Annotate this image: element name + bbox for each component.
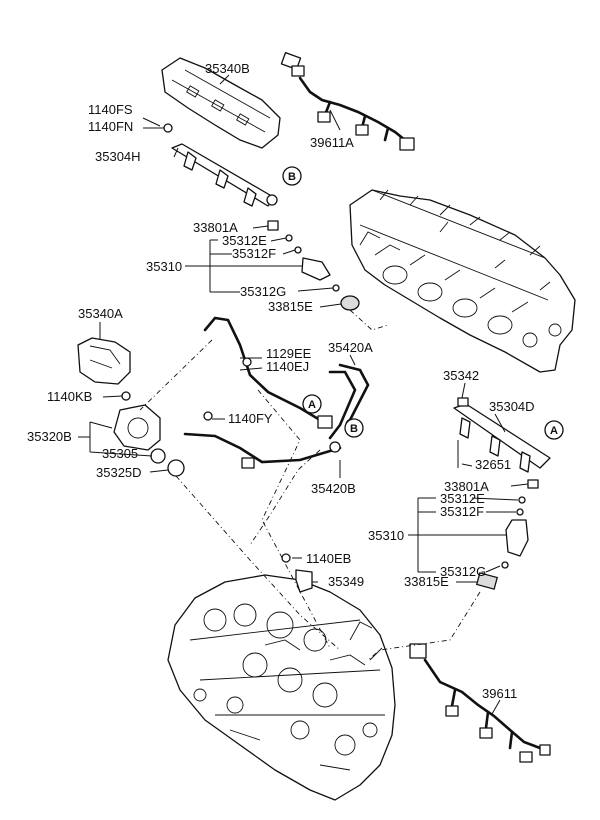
insulator-left: [340, 295, 360, 311]
callout-b-pipe: B: [344, 418, 364, 438]
injector-left: [267, 220, 360, 311]
label-clip-ej: 1140EJ: [266, 359, 309, 374]
gasket-35305: [150, 448, 166, 464]
seal-33801a-left: [267, 220, 279, 231]
svg-text:A: A: [308, 399, 316, 411]
label-bolt-fn: 1140FN: [88, 119, 133, 134]
label-injector-left: 35310: [146, 259, 182, 274]
label-oring-f-right: 35312F: [440, 504, 484, 519]
label-bolt-fy: 1140FY: [228, 411, 273, 426]
sensor-35342: [457, 397, 469, 407]
label-injector-right: 35310: [368, 528, 404, 543]
label-oring-g-left: 35312G: [240, 284, 286, 299]
fuel-rail-right: [453, 397, 551, 473]
label-harness-bottom: 39611: [482, 686, 517, 701]
wiring-harness-top: [280, 51, 415, 151]
callout-b-top: B: [282, 166, 302, 186]
label-cover-top: 35340B: [205, 61, 250, 76]
svg-text:A: A: [550, 425, 558, 437]
label-seal-left: 33801A: [193, 220, 238, 235]
label-oring-e-left: 35312E: [222, 233, 267, 248]
label-hose-right: 32651: [475, 457, 511, 472]
leader-lines: [78, 74, 529, 715]
fuel-pipe-assembly: [183, 316, 370, 469]
label-harness-top: 39611A: [310, 135, 354, 150]
cylinder-head-upper: [349, 189, 576, 373]
callout-a-right: A: [544, 420, 564, 440]
oring-e-left: [285, 234, 293, 242]
bracket-assembly: [281, 553, 313, 593]
svg-text:B: B: [350, 423, 358, 435]
label-bolt-kb: 1140KB: [47, 389, 92, 404]
throttle-body: [113, 391, 185, 477]
label-throttle-body: 35320B: [27, 429, 72, 444]
label-insulator-right: 33815E: [404, 574, 449, 589]
label-fuel-pipe: 35420A: [328, 340, 373, 355]
label-clip-ee: 1129EE: [266, 346, 312, 361]
callout-a-pipe: A: [302, 394, 322, 414]
cylinder-head-lower: [167, 574, 396, 801]
label-bolt-fs: 1140FS: [88, 102, 133, 117]
injector-right: [475, 479, 539, 590]
gasket-35325d: [167, 459, 185, 477]
engine-cover-top: [161, 57, 281, 149]
oring-g-left: [332, 284, 340, 292]
label-oring-e-right: 35312E: [440, 491, 485, 506]
label-oring-f-left: 35312F: [232, 246, 276, 261]
label-bolt-eb: 1140EB: [306, 551, 351, 566]
wiring-harness-bottom: [409, 643, 551, 763]
label-sensor-right: 35342: [443, 368, 479, 383]
label-gasket-d: 35325D: [96, 465, 142, 480]
fuel-rail-left: [163, 123, 278, 207]
label-insulator-left: 33815E: [268, 299, 313, 314]
routing-lines: [139, 309, 481, 661]
oring-f-left: [294, 246, 302, 254]
svg-text:B: B: [288, 171, 296, 183]
label-rail-right: 35304D: [489, 399, 535, 414]
label-rail-left: 35304H: [95, 149, 141, 164]
label-oring-g-right: 35312G: [440, 564, 486, 579]
label-throttle-cover: 35340A: [78, 306, 123, 321]
label-pipe-b: 35420B: [311, 481, 356, 496]
label-gasket-throttle: 35305: [102, 446, 138, 461]
label-bracket: 35349: [328, 574, 364, 589]
label-seal-right: 33801A: [444, 479, 489, 494]
throttle-cover: [77, 337, 131, 385]
